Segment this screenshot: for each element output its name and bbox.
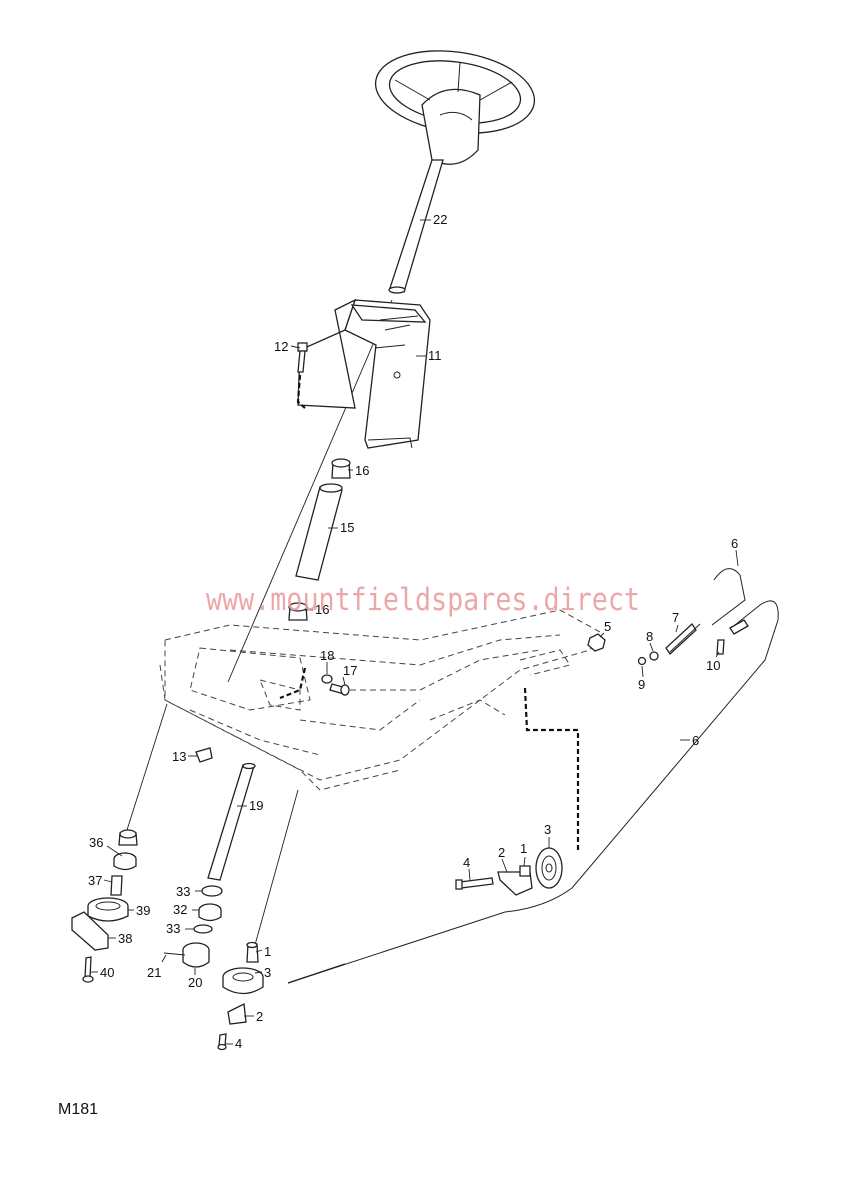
callout-36: 36 — [89, 835, 103, 850]
callout-10: 10 — [706, 658, 720, 673]
lower-shaft-19 — [207, 762, 256, 881]
callout-4-left: 4 — [235, 1036, 242, 1051]
callout-leaders — [91, 219, 739, 1045]
steering-shaft — [388, 159, 444, 294]
callout-1-right: 1 — [520, 841, 527, 856]
nut-5 — [587, 633, 606, 652]
callout-3-right: 3 — [544, 822, 551, 837]
callout-2-right: 2 — [498, 845, 505, 860]
callout-2-left: 2 — [256, 1009, 263, 1024]
callout-7: 7 — [672, 610, 679, 625]
nut-13 — [195, 747, 213, 763]
bolt-4-right — [455, 877, 494, 890]
callout-22: 22 — [433, 212, 447, 227]
diagram-code: M181 — [58, 1101, 98, 1118]
callout-4-right: 4 — [463, 855, 470, 870]
callout-12: 12 — [274, 339, 288, 354]
chassis-frame-outline — [159, 609, 601, 791]
callout-8: 8 — [646, 629, 653, 644]
steering-column-housing — [297, 298, 431, 449]
callout-3-left: 3 — [264, 965, 271, 980]
callout-5: 5 — [604, 619, 611, 634]
callout-1-left: 1 — [264, 944, 271, 959]
callout-18: 18 — [320, 648, 334, 663]
right-pulley-stack — [217, 941, 264, 1051]
callout-39: 39 — [136, 903, 150, 918]
watermark: www.mountfieldspares.direct — [206, 582, 640, 618]
steering-wheel — [374, 50, 536, 165]
callout-13: 13 — [172, 749, 186, 764]
drive-pulley-3 — [535, 847, 563, 889]
callout-9: 9 — [638, 677, 645, 692]
callout-6-lower: 6 — [692, 733, 699, 748]
callout-15: 15 — [340, 520, 354, 535]
callout-19: 19 — [249, 798, 263, 813]
spacer-1-right — [519, 865, 531, 877]
steering-cable — [287, 568, 779, 984]
steering-tube-15 — [295, 483, 343, 581]
bushing-16-top — [331, 458, 351, 479]
callout-16-top: 16 — [355, 463, 369, 478]
callout-32: 32 — [173, 902, 187, 917]
bolt-12 — [296, 342, 308, 409]
callout-33-top: 33 — [176, 884, 190, 899]
callout-37: 37 — [88, 873, 102, 888]
callout-11: 11 — [428, 348, 442, 363]
callout-33-lower: 33 — [166, 921, 180, 936]
callout-21: 21 — [147, 965, 161, 980]
callout-labels: 22 11 12 16 15 16 18 17 13 19 36 37 39 3… — [88, 212, 738, 1051]
callout-6-top: 6 — [731, 536, 738, 551]
center-pulley-stack — [163, 885, 223, 968]
left-pulley-stack — [71, 829, 138, 983]
callout-38: 38 — [118, 931, 132, 946]
washer-bolt-17-18 — [321, 674, 350, 696]
callout-17: 17 — [343, 663, 357, 678]
callout-20: 20 — [188, 975, 202, 990]
callout-16-lower: 16 — [315, 602, 329, 617]
callout-40: 40 — [100, 965, 114, 980]
bushing-16-lower — [288, 602, 308, 621]
